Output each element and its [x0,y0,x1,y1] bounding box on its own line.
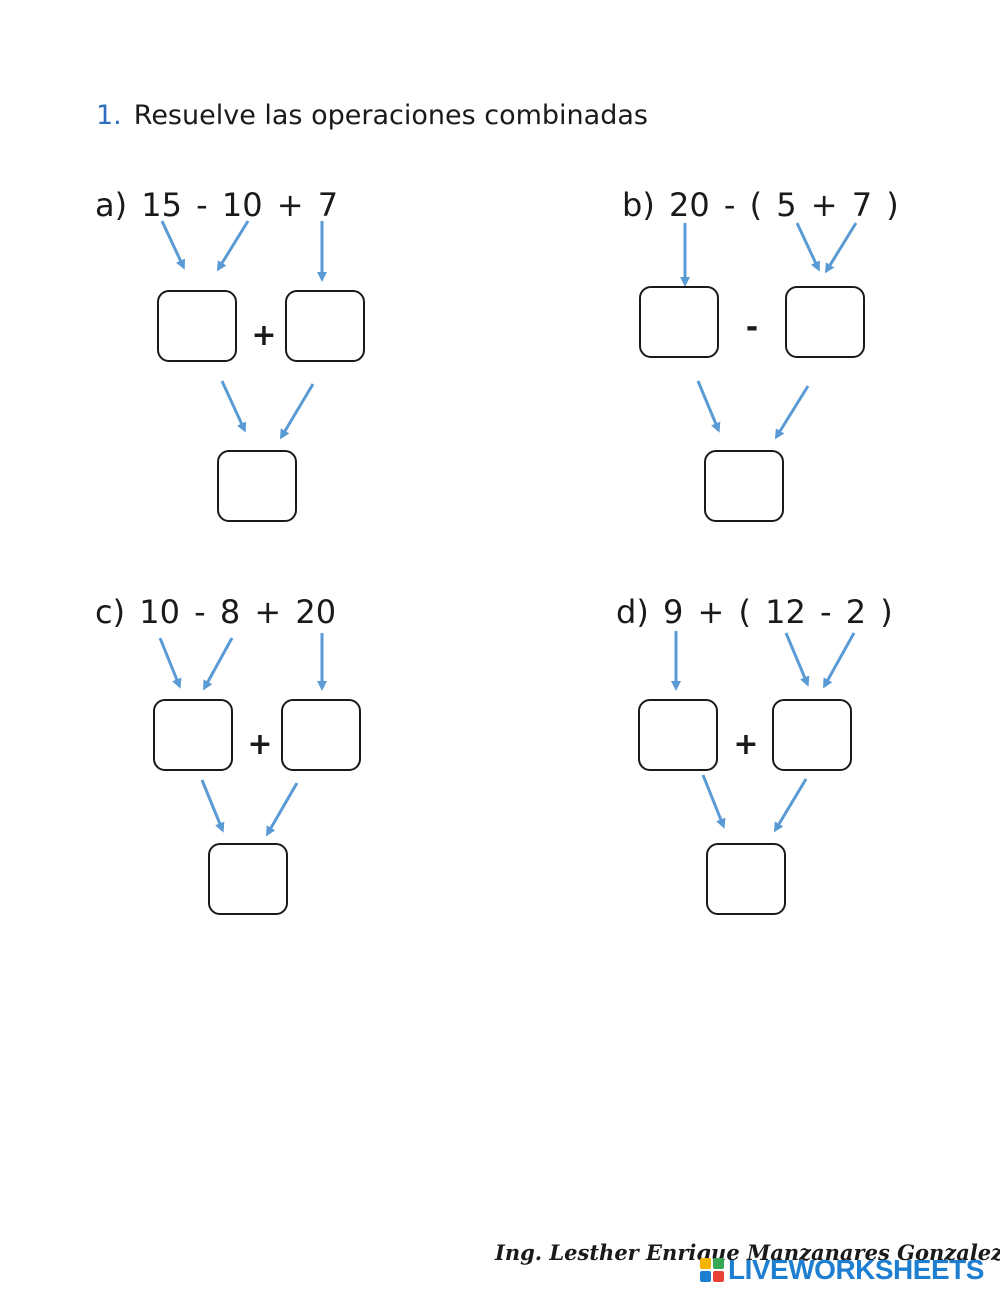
problem-c-operator: + [247,727,273,762]
answer-box-c-2[interactable] [281,699,361,771]
answer-box-a-1[interactable] [157,290,237,362]
instruction-number: 1. [96,100,122,131]
answer-box-d-1[interactable] [638,699,718,771]
arrow [701,774,726,829]
answer-box-d-result[interactable] [706,843,786,915]
answer-box-b-1[interactable] [639,286,719,358]
arrow [216,220,250,272]
problem-a: a) 15 - 10 + 7 + [95,186,495,546]
problem-a-expression: a) 15 - 10 + 7 [95,186,339,224]
answer-box-a-2[interactable] [285,290,365,362]
arrow [795,222,820,272]
answer-box-b-2[interactable] [785,286,865,358]
problem-d: d) 9 + ( 12 - 2 ) + [616,593,1000,953]
problem-c: c) 10 - 8 + 20 + [95,593,495,953]
arrow [265,782,299,837]
arrow [773,778,808,833]
instruction-text: Resuelve las operaciones combinadas [133,100,648,131]
arrow [824,222,858,274]
problem-b-expression: b) 20 - ( 5 + 7 ) [622,186,899,224]
arrow [696,380,721,433]
author-signature: Ing. Lesther Enrique Manzanares Gonzalez [495,1240,1000,1265]
liveworksheets-brand-text: LIVEWORKSHEETS [728,1254,984,1285]
problem-d-operator: + [733,727,759,762]
arrow [160,220,185,270]
answer-box-b-result[interactable] [704,450,784,522]
arrow [220,380,247,433]
answer-box-c-result[interactable] [208,843,288,915]
instruction-title: 1. Resuelve las operaciones combinadas [96,100,648,131]
answer-box-a-result[interactable] [217,450,297,522]
answer-box-d-2[interactable] [772,699,852,771]
arrow [200,779,225,833]
problem-a-arrows [160,220,327,440]
arrow [774,385,810,440]
problem-c-arrows [158,633,327,837]
problem-c-expression: c) 10 - 8 + 20 [95,593,337,631]
arrow [823,632,856,689]
problem-b-arrows [680,222,858,440]
arrow [784,632,810,687]
liveworksheets-logo-icon [700,1258,724,1282]
arrow [158,637,182,689]
answer-box-c-1[interactable] [153,699,233,771]
arrow [279,383,315,440]
problem-b-operator: - [745,310,759,345]
problem-a-operator: + [251,318,277,353]
problem-b: b) 20 - ( 5 + 7 ) - [622,186,1000,546]
problem-d-arrows [671,631,856,833]
liveworksheets-brand[interactable]: LIVEWORKSHEETS [700,1254,984,1286]
arrow [203,637,234,691]
problem-d-expression: d) 9 + ( 12 - 2 ) [616,593,893,631]
